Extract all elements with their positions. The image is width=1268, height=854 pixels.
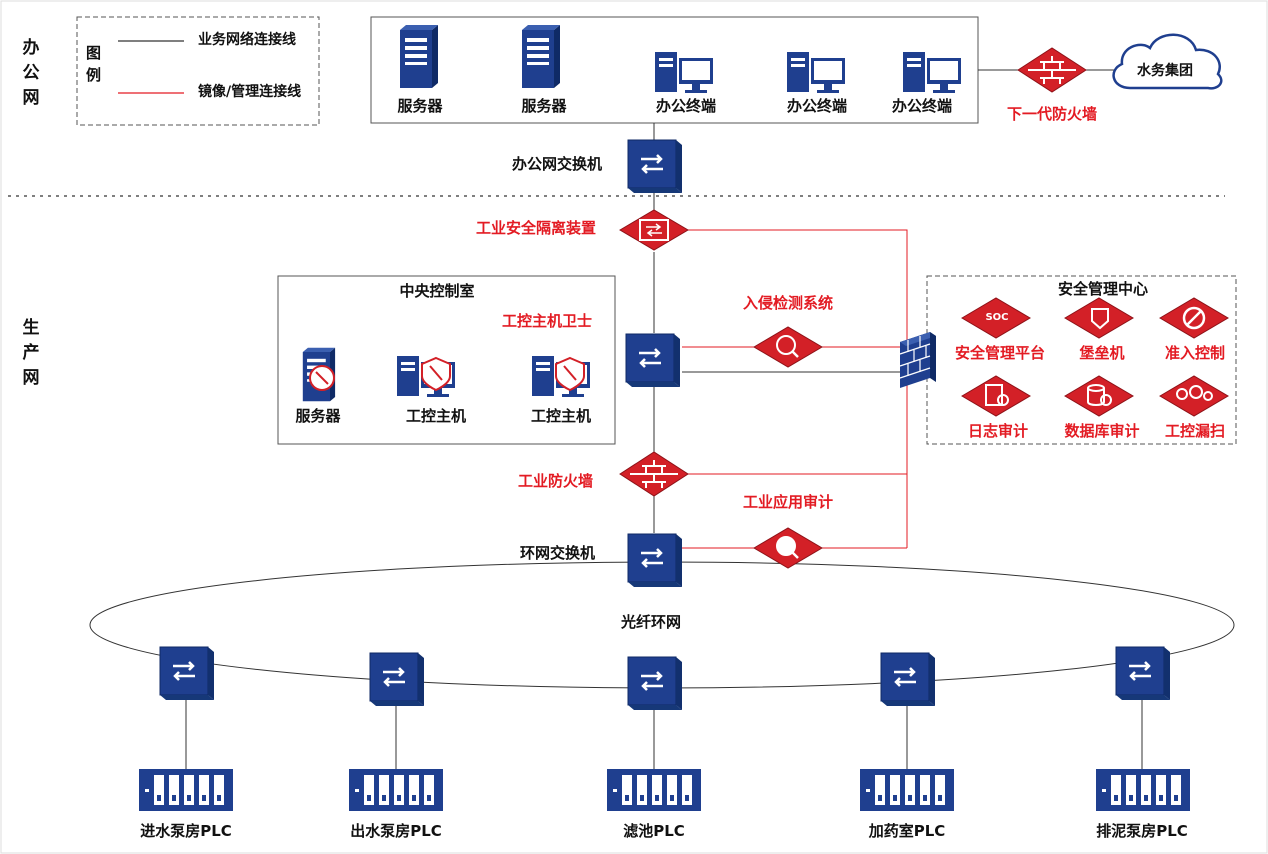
plc-rack-2-icon	[349, 769, 443, 811]
office-switch-label: 办公网交换机	[512, 155, 603, 173]
office-server-2-icon	[522, 25, 560, 88]
ics-vuln-scan-icon	[1159, 375, 1229, 417]
plc-2-label: 出水泵房PLC	[350, 822, 442, 840]
nextgen-firewall-label: 下一代防火墙	[1006, 105, 1098, 123]
ids-label: 入侵检测系统	[742, 294, 834, 312]
bastion-host-icon	[1064, 297, 1134, 339]
office-terminal-3-icon	[903, 52, 961, 93]
control-host-1-icon	[397, 356, 455, 397]
control-server-icon	[302, 347, 336, 402]
plc-1-label: 进水泵房PLC	[140, 822, 232, 840]
office-terminal-1-label: 办公终端	[655, 97, 717, 115]
legend-title: 图例	[86, 44, 102, 84]
plc-5-label: 排泥泵房PLC	[1096, 822, 1188, 840]
isolation-device-icon	[619, 209, 689, 251]
control-room-title: 中央控制室	[399, 282, 475, 300]
plc-rack-1-icon	[139, 769, 233, 811]
ring-node-switch-3-icon	[626, 655, 684, 712]
app-audit-label: 工业应用审计	[742, 493, 834, 511]
office-terminal-3-label: 办公终端	[891, 97, 953, 115]
legend-business-label: 业务网络连接线	[198, 32, 296, 48]
control-host-2-label: 工控主机	[530, 407, 592, 425]
nextgen-firewall-icon	[1017, 47, 1087, 93]
log-audit-icon	[961, 375, 1031, 417]
ring-node-switch-4-icon	[879, 651, 937, 708]
office-server-1-icon	[400, 25, 438, 88]
plc-rack-3-icon	[607, 769, 701, 811]
isolation-to-security-line	[688, 229, 908, 548]
office-switch-icon	[626, 138, 684, 195]
industrial-firewall-icon	[619, 451, 689, 497]
host-guard-label: 工控主机卫士	[502, 312, 593, 330]
plc-rack-4-icon	[860, 769, 954, 811]
security-item-3-label: 准入控制	[1164, 344, 1226, 362]
security-wall-firewall-icon	[899, 332, 936, 388]
control-server-label: 服务器	[295, 407, 341, 425]
office-server-2-label: 服务器	[521, 97, 567, 115]
zone-label-production: 生产网	[22, 318, 40, 388]
zone-label-office: 办公网	[22, 38, 40, 108]
legend-box	[76, 16, 320, 126]
ring-switch-icon	[626, 532, 684, 589]
security-item-1-label: 安全管理平台	[954, 344, 1046, 362]
cloud-label: 水务集团	[1137, 63, 1193, 79]
plc-4-label: 加药室PLC	[868, 822, 946, 840]
isolation-label: 工业安全隔离装置	[476, 219, 597, 237]
ring-switch-label: 环网交换机	[520, 544, 596, 562]
access-control-icon	[1159, 297, 1229, 339]
security-item-4-label: 日志审计	[967, 422, 1029, 440]
plc-3-label: 滤池PLC	[623, 822, 685, 840]
database-audit-icon	[1064, 375, 1134, 417]
core-switch-icon	[624, 332, 682, 389]
fiber-ring-label: 光纤环网	[620, 613, 682, 631]
ring-node-switch-5-icon	[1114, 645, 1172, 702]
ids-icon	[753, 326, 823, 368]
security-center-title: 安全管理中心	[1057, 280, 1149, 298]
mirror-connections	[682, 229, 908, 549]
control-host-2-icon	[532, 356, 590, 397]
control-host-1-label: 工控主机	[405, 407, 467, 425]
industrial-firewall-label: 工业防火墙	[518, 472, 594, 490]
cloud-icon	[1112, 33, 1223, 90]
ring-node-switch-1-icon	[158, 645, 216, 702]
office-terminal-2-icon	[787, 52, 845, 93]
office-server-1-label: 服务器	[397, 97, 443, 115]
security-item-6-label: 工控漏扫	[1164, 422, 1226, 440]
office-terminal-2-label: 办公终端	[786, 97, 848, 115]
ring-node-switch-2-icon	[368, 651, 426, 708]
soc-icon-text: SOC	[985, 312, 1009, 323]
legend-mirror-label: 镜像/管理连接线	[198, 84, 302, 100]
app-audit-icon	[753, 527, 823, 569]
security-item-2-label: 堡垒机	[1079, 344, 1125, 362]
office-terminal-1-icon	[655, 52, 713, 93]
plc-rack-5-icon	[1096, 769, 1190, 811]
security-item-5-label: 数据库审计	[1064, 422, 1140, 440]
